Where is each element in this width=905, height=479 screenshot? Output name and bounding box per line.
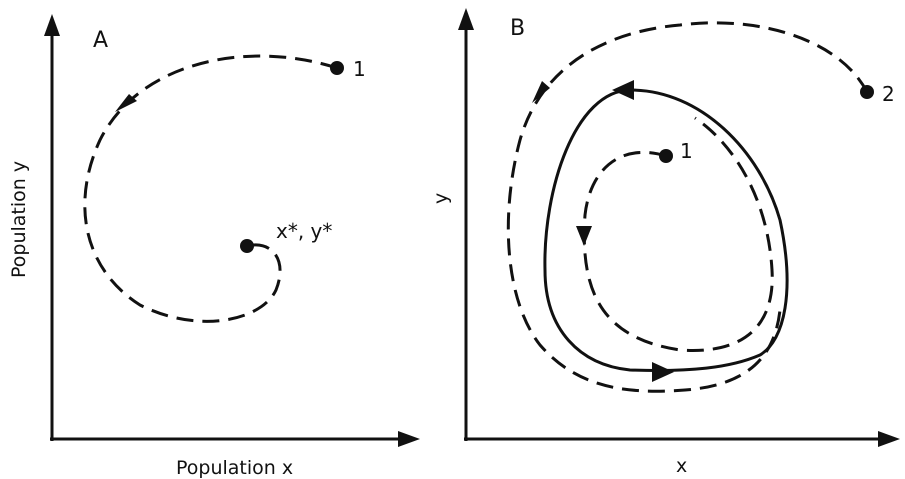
panel-b-inner-trajectory: [582, 116, 774, 352]
panel-b-outer-trajectory: [506, 21, 869, 393]
panel-b-inner-start-label: 1: [680, 139, 693, 163]
panel-b-limit-cycle-arrowhead-bottom: [652, 362, 674, 382]
panel-b-x-axis-label: x: [676, 455, 687, 477]
panel-a-x-axis-label: Population x: [176, 457, 293, 479]
panel-b-limit-cycle: [543, 88, 789, 372]
panel-a-equilibrium-point: [240, 239, 254, 253]
panel-b-outer-start-label: 2: [882, 82, 895, 106]
panel-a-spiral-trajectory: [83, 54, 338, 323]
panel-b-inner-trajectory-arrowhead: [576, 226, 592, 246]
panel-a-letter: A: [93, 28, 108, 53]
panel-a-y-axis-arrowhead: [44, 14, 60, 36]
panel-b-letter: B: [510, 16, 525, 41]
panel-a-trajectory-arrowhead: [115, 94, 137, 112]
panel-a-start-label: 1: [353, 57, 366, 81]
panel-b-inner-start-point: [659, 149, 673, 163]
panel-a-start-point: [330, 61, 344, 75]
panel-a-equilibrium-label: x*, y*: [276, 219, 332, 243]
panel-a: A 1 x*, y* Population x Population y: [8, 14, 420, 479]
panel-b-outer-trajectory-arrowhead: [532, 81, 550, 103]
panel-a-y-axis-label: Population y: [8, 161, 30, 278]
panel-a-x-axis-arrowhead: [398, 431, 420, 447]
panel-b: B 2 1 x y: [430, 8, 900, 477]
panel-b-y-axis-label: y: [430, 193, 452, 204]
panel-b-x-axis-arrowhead: [878, 431, 900, 447]
panel-b-y-axis-arrowhead: [458, 8, 474, 30]
panel-b-limit-cycle-arrowhead-top: [612, 80, 634, 100]
panel-b-outer-start-point: [860, 85, 874, 99]
